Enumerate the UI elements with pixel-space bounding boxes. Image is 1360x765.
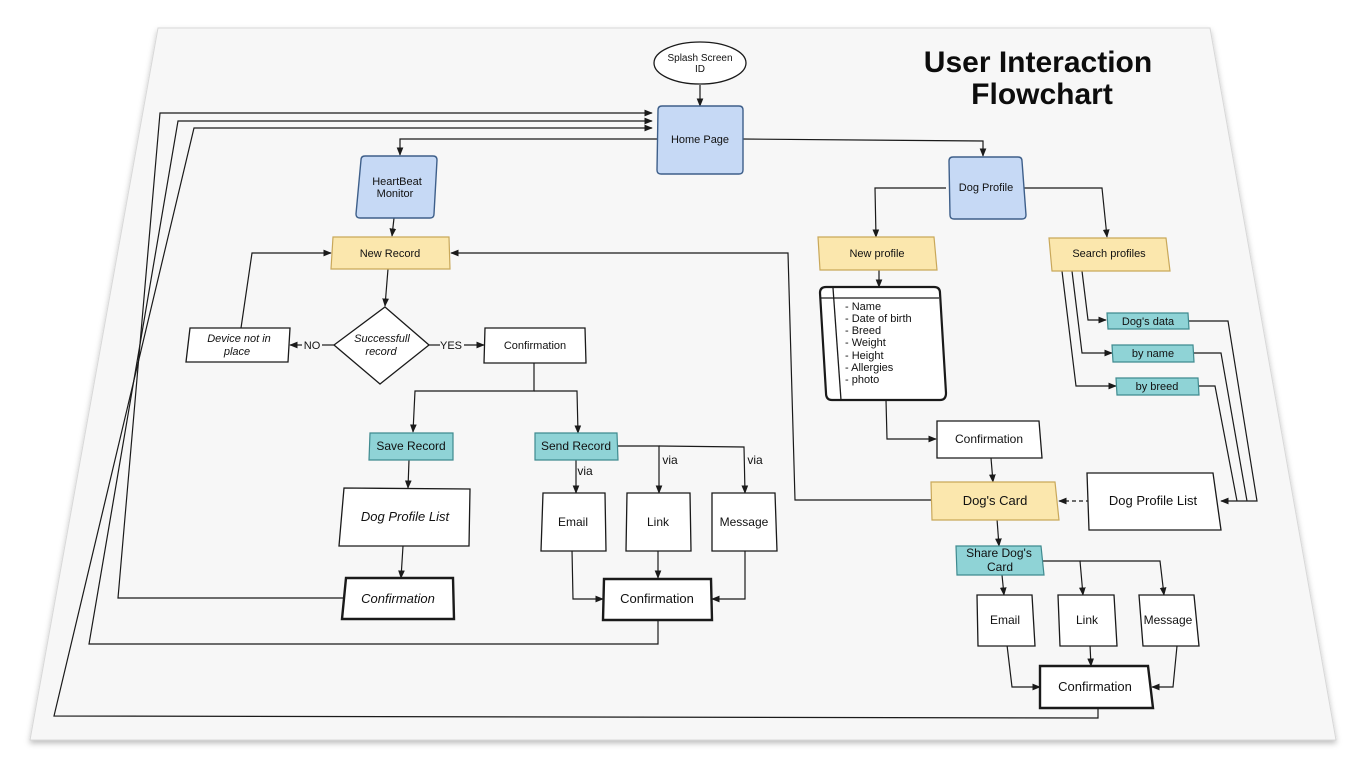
share-dogs-card-line2: Card bbox=[987, 560, 1013, 574]
confirmation-profile-label: Confirmation bbox=[955, 432, 1023, 446]
node-link-right: Link bbox=[1057, 594, 1118, 647]
node-email-left: Email bbox=[540, 492, 607, 552]
confirmation-send-label: Confirmation bbox=[620, 591, 694, 606]
form-field-allergies: - Allergies bbox=[845, 362, 894, 374]
dogs-data-label: Dog's data bbox=[1122, 316, 1175, 328]
dog-profile-label: Dog Profile bbox=[959, 182, 1013, 194]
edges bbox=[53, 85, 1258, 719]
node-by-name: by name bbox=[1111, 344, 1195, 363]
node-dogs-card: Dog's Card bbox=[930, 481, 1060, 521]
confirmation-share-label: Confirmation bbox=[1058, 679, 1132, 694]
edge-label-via-link: via bbox=[662, 453, 678, 467]
heartbeat-line1: HeartBeat bbox=[372, 176, 422, 188]
form-field-dob: - Date of birth bbox=[845, 313, 912, 325]
heartbeat-line2: Monitor bbox=[377, 188, 414, 200]
link-left-label: Link bbox=[647, 515, 670, 529]
link-right-label: Link bbox=[1076, 613, 1099, 627]
node-new-record: New Record bbox=[330, 236, 451, 270]
node-confirmation-record: Confirmation bbox=[483, 327, 587, 364]
confirmation-record-label: Confirmation bbox=[504, 340, 566, 352]
email-right-label: Email bbox=[990, 613, 1020, 627]
dog-profile-list-right-label: Dog Profile List bbox=[1109, 493, 1198, 508]
form-field-name: - Name bbox=[845, 301, 881, 313]
by-name-label: by name bbox=[1132, 348, 1174, 360]
edge-label-via-email: via bbox=[577, 464, 593, 478]
form-field-height: - Height bbox=[845, 350, 884, 362]
node-link-left: Link bbox=[625, 492, 692, 552]
splash-line1: Splash Screen bbox=[667, 53, 732, 64]
search-profiles-label: Search profiles bbox=[1072, 248, 1146, 260]
node-message-left: Message bbox=[711, 492, 778, 552]
successful-line2: record bbox=[365, 346, 397, 358]
email-left-label: Email bbox=[558, 515, 588, 529]
edge-label-via-message: via bbox=[747, 453, 763, 467]
node-device-not-in-place: Device not in place bbox=[185, 327, 291, 363]
node-confirmation-send: Confirmation bbox=[601, 577, 714, 622]
dog-profile-list-left-label: Dog Profile List bbox=[361, 509, 451, 524]
node-profile-form: - Name - Date of birth - Breed - Weight … bbox=[818, 285, 948, 402]
edge-label-no: NO bbox=[304, 340, 321, 352]
splash-line2: ID bbox=[695, 64, 705, 75]
form-field-photo: - photo bbox=[845, 374, 879, 386]
save-record-label: Save Record bbox=[376, 439, 445, 453]
new-record-label: New Record bbox=[360, 248, 421, 260]
successful-line1: Successfull bbox=[354, 333, 410, 345]
diagram-title-line2: Flowchart bbox=[971, 78, 1113, 111]
node-send-record: Send Record bbox=[534, 432, 619, 461]
confirmation-save-label: Confirmation bbox=[361, 591, 435, 606]
device-not-in-place-line2: place bbox=[223, 346, 250, 358]
node-by-breed: by breed bbox=[1115, 377, 1200, 396]
share-dogs-card-line1: Share Dog's bbox=[966, 546, 1032, 560]
device-not-in-place-line1: Device not in bbox=[207, 333, 271, 345]
node-message-right: Message bbox=[1138, 594, 1200, 647]
node-confirmation-profile: Confirmation bbox=[936, 420, 1043, 459]
home-page-label: Home Page bbox=[671, 134, 729, 146]
node-dog-profile: Dog Profile bbox=[948, 156, 1027, 220]
form-field-weight: - Weight bbox=[845, 337, 886, 349]
form-field-breed: - Breed bbox=[845, 325, 881, 337]
by-breed-label: by breed bbox=[1136, 381, 1179, 393]
node-confirmation-save: Confirmation bbox=[340, 576, 456, 621]
diagram-title-line1: User Interaction bbox=[924, 46, 1152, 79]
node-save-record: Save Record bbox=[368, 432, 454, 461]
node-dog-profile-list-right: Dog Profile List bbox=[1086, 472, 1222, 531]
node-new-profile: New profile bbox=[817, 236, 938, 271]
node-dogs-data: Dog's data bbox=[1106, 312, 1190, 330]
dogs-card-label: Dog's Card bbox=[963, 493, 1028, 508]
node-dog-profile-list-left: Dog Profile List bbox=[338, 487, 471, 547]
send-record-label: Send Record bbox=[541, 439, 611, 453]
node-email-right: Email bbox=[976, 594, 1036, 647]
node-search-profiles: Search profiles bbox=[1048, 237, 1171, 272]
node-successful-record: Successfull record bbox=[332, 306, 431, 385]
node-heartbeat-monitor: HeartBeat Monitor bbox=[355, 155, 438, 219]
node-confirmation-share: Confirmation bbox=[1038, 664, 1155, 710]
node-home-page: Home Page bbox=[656, 105, 744, 175]
message-left-label: Message bbox=[720, 515, 769, 529]
new-profile-label: New profile bbox=[849, 248, 904, 260]
message-right-label: Message bbox=[1144, 613, 1193, 627]
node-share-dogs-card: Share Dog's Card bbox=[955, 545, 1045, 576]
node-splash-screen: Splash Screen ID bbox=[653, 41, 747, 85]
edge-label-yes: YES bbox=[440, 340, 462, 352]
